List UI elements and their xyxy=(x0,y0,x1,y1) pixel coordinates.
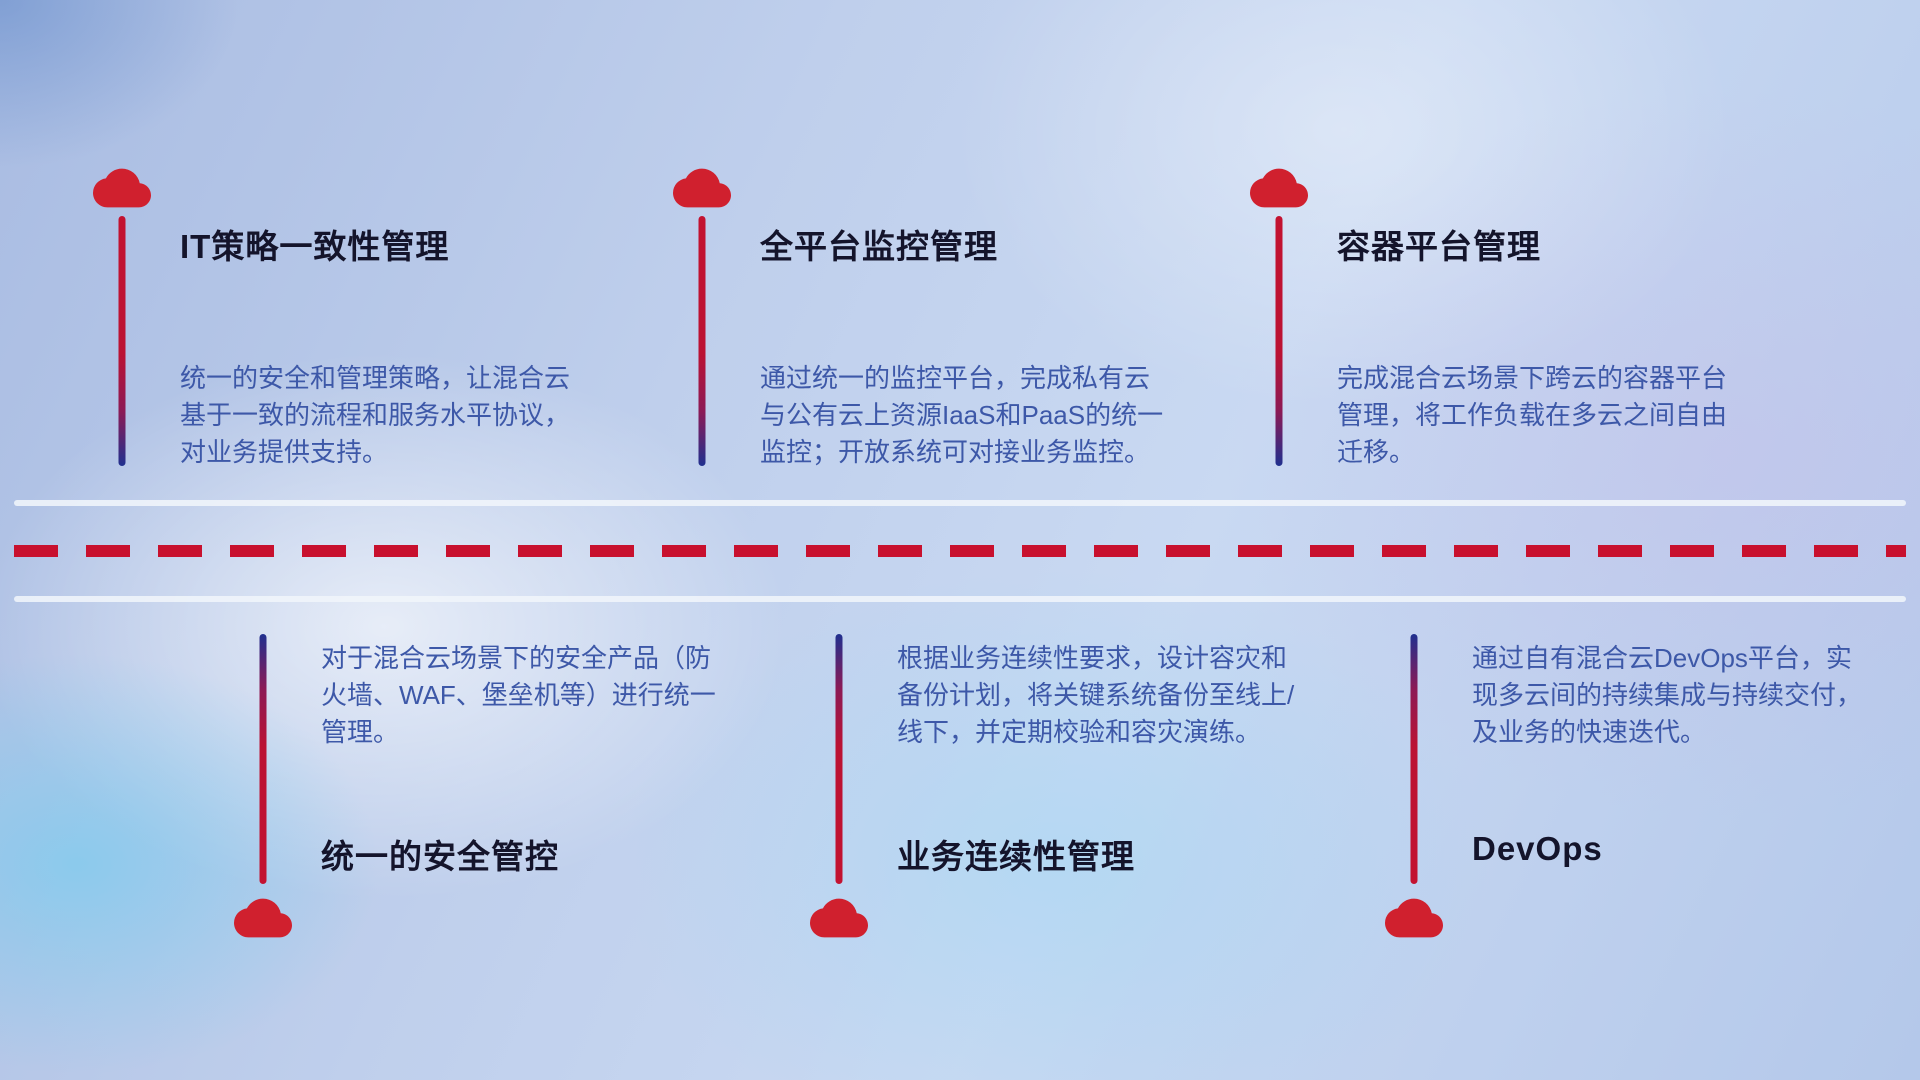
cloud-icon xyxy=(234,898,292,938)
timeline-stem xyxy=(259,634,267,884)
feature-description: 通过自有混合云DevOps平台，实现多云间的持续集成与持续交付，及业务的快速迭代… xyxy=(1472,643,1863,747)
feature-title: 业务连续性管理 xyxy=(897,838,1135,875)
feature-title: 容器平台管理 xyxy=(1337,228,1541,265)
timeline-stem xyxy=(118,216,126,466)
divider-rule-bottom xyxy=(14,596,1906,602)
feature-description: 对于混合云场景下的安全产品（防火墙、WAF、堡垒机等）进行统一管理。 xyxy=(321,643,716,747)
feature-description: 通过统一的监控平台，完成私有云与公有云上资源IaaS和PaaS的统一监控；开放系… xyxy=(760,363,1164,467)
feature-description: 根据业务连续性要求，设计容灾和备份计划，将关键系统备份至线上/线下，并定期校验和… xyxy=(897,643,1295,747)
timeline-stem xyxy=(1275,216,1283,466)
divider-rule-top xyxy=(14,500,1906,506)
feature-title: 全平台监控管理 xyxy=(760,228,998,265)
feature-title: 统一的安全管控 xyxy=(321,838,559,875)
dashed-divider xyxy=(14,545,1906,557)
cloud-icon xyxy=(1385,898,1443,938)
cloud-icon xyxy=(1250,168,1308,208)
timeline-stem xyxy=(835,634,843,884)
timeline-stem xyxy=(1410,634,1418,884)
cloud-icon xyxy=(673,168,731,208)
feature-description: 统一的安全和管理策略，让混合云基于一致的流程和服务水平协议，对业务提供支持。 xyxy=(180,363,571,467)
cloud-icon xyxy=(810,898,868,938)
cloud-icon xyxy=(93,168,151,208)
feature-title: DevOps xyxy=(1472,830,1603,867)
timeline-stem xyxy=(698,216,706,466)
feature-title: IT策略一致性管理 xyxy=(180,228,450,265)
feature-description: 完成混合云场景下跨云的容器平台管理，将工作负载在多云之间自由迁移。 xyxy=(1337,363,1728,467)
